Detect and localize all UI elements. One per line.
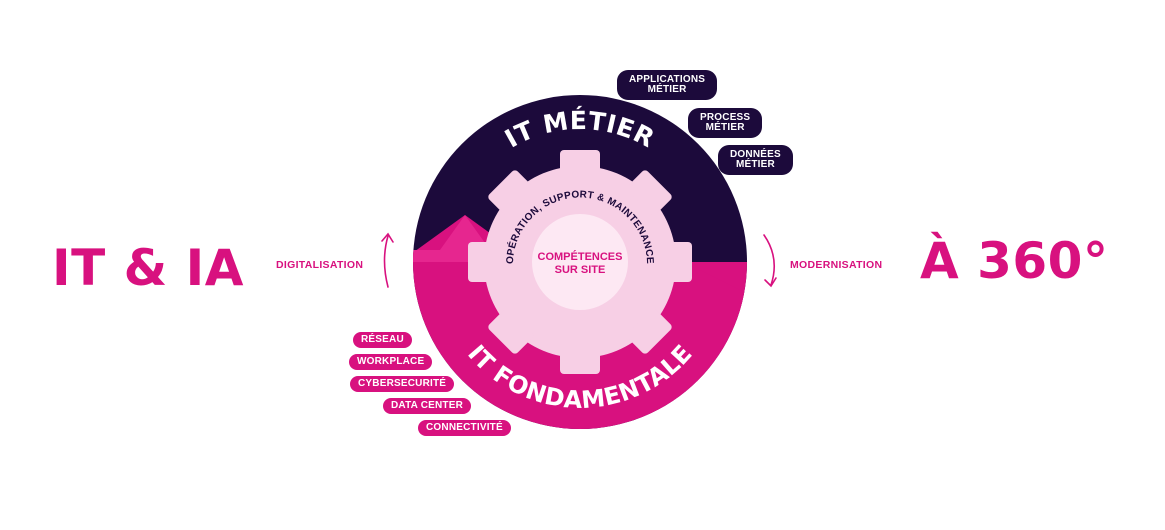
left-title: IT & IA [52, 239, 244, 297]
modernisation-arrow [763, 234, 777, 288]
fondamentale-item-cybersecurite: CYBERSECURITÉ [350, 376, 455, 392]
right-title: À 360° [920, 232, 1109, 290]
fondamentale-item-workplace: WORKPLACE [349, 354, 433, 370]
core-label-line2: SUR SITE [555, 264, 606, 276]
core-label-line1: COMPÉTENCES [538, 250, 623, 263]
metier-item-process: PROCESS MÉTIER [688, 108, 763, 138]
fondamentale-item-data-center: DATA CENTER [383, 398, 472, 414]
digitalisation-label: DIGITALISATION [276, 259, 364, 271]
core-circle [532, 214, 628, 310]
metier-item-applications: APPLICATIONS MÉTIER [617, 70, 718, 100]
mountain-accent [413, 215, 530, 262]
modernisation-label: MODERNISATION [790, 259, 883, 271]
digitalisation-arrow [381, 232, 394, 288]
fondamentale-item-reseau: RÉSEAU [353, 332, 412, 348]
fondamentale-item-connectivite: CONNECTIVITÉ [418, 420, 511, 436]
metier-item-donnees: DONNÉES MÉTIER [718, 145, 793, 175]
